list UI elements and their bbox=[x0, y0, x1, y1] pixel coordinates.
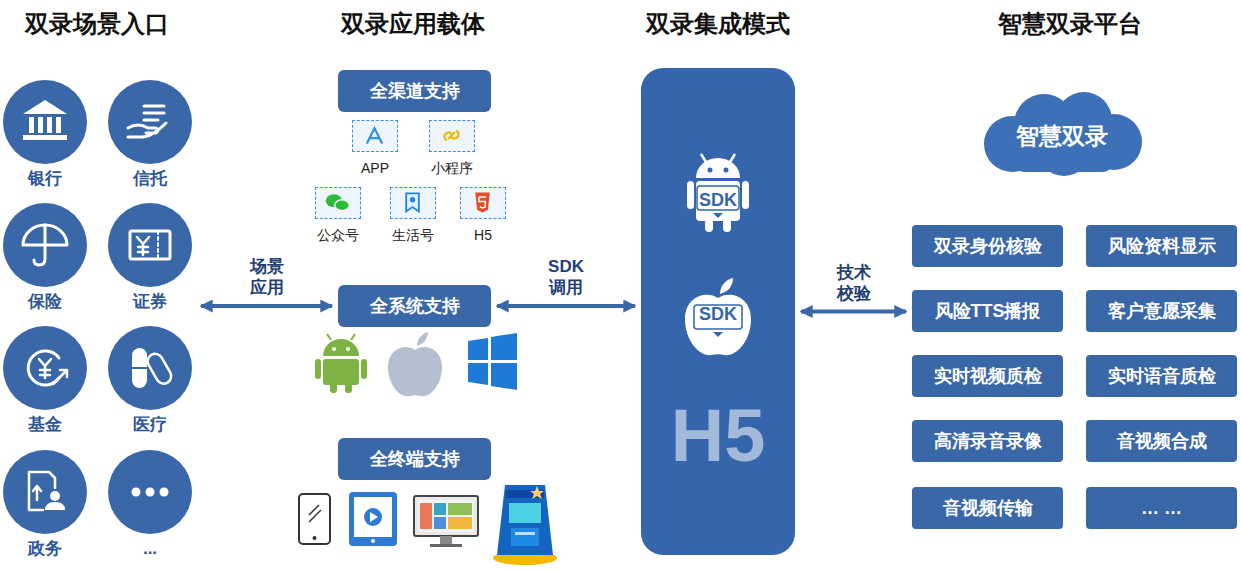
feature-box: 音视频合成 bbox=[1086, 420, 1237, 462]
icon-frame bbox=[315, 187, 361, 219]
icon-frame bbox=[352, 120, 398, 152]
node-label: 音视频传输 bbox=[943, 496, 1033, 520]
circle-shape bbox=[0, 80, 90, 164]
category-circle: 医疗 bbox=[105, 326, 195, 438]
channel-icon: APP bbox=[345, 120, 405, 178]
edge-label: 场景 应用 bbox=[242, 256, 290, 298]
feature-box: 实时语音质检 bbox=[1086, 355, 1237, 397]
connector-arrow bbox=[497, 304, 635, 308]
column-heading: 双录场景入口 bbox=[25, 8, 169, 40]
connector-arrow bbox=[801, 310, 906, 314]
feature-box: 风险资料显示 bbox=[1086, 225, 1237, 267]
channel-icon: 小程序 bbox=[422, 120, 482, 178]
feature-box: 全终端支持 bbox=[338, 438, 491, 480]
node-label: H5 bbox=[453, 226, 513, 244]
android-logo bbox=[315, 334, 367, 393]
feature-box: 全渠道支持 bbox=[338, 70, 491, 112]
edge-label: SDK 调用 bbox=[542, 256, 590, 298]
node-label: 高清录音录像 bbox=[934, 429, 1042, 453]
channel-icon: H5 bbox=[453, 187, 513, 245]
sdk-label: SDK bbox=[641, 190, 795, 210]
category-circle: 基金 bbox=[0, 326, 90, 438]
node-label: 全终端支持 bbox=[370, 447, 460, 471]
node-label: 双录身份核验 bbox=[934, 234, 1042, 258]
node-label: 实时视频质检 bbox=[934, 364, 1042, 388]
node-label: 生活号 bbox=[383, 226, 443, 244]
channel-icon: 公众号 bbox=[308, 187, 368, 245]
sdk-column: SDK SDK H5 bbox=[641, 68, 795, 555]
category-circle: ... bbox=[105, 450, 195, 562]
node-label: 医疗 bbox=[105, 414, 195, 436]
circle-shape bbox=[105, 203, 195, 287]
feature-box: 风险TTS播报 bbox=[912, 290, 1063, 332]
node-label: 保险 bbox=[0, 291, 90, 313]
column-heading: 双录应用载体 bbox=[341, 8, 485, 40]
node-label: 基金 bbox=[0, 414, 90, 436]
icon-frame bbox=[390, 187, 436, 219]
sdk-label: SDK bbox=[641, 304, 795, 324]
sdk-label: H5 bbox=[641, 396, 795, 476]
node-label: 全渠道支持 bbox=[370, 79, 460, 103]
circle-shape bbox=[0, 326, 90, 410]
node-label: 实时语音质检 bbox=[1108, 364, 1216, 388]
feature-box: 音视频传输 bbox=[912, 487, 1063, 529]
node-label: … … bbox=[1141, 498, 1182, 519]
icon-frame bbox=[460, 187, 506, 219]
edge-label: 技术 校验 bbox=[829, 262, 877, 304]
atm-icon bbox=[493, 485, 557, 565]
feature-box: 客户意愿采集 bbox=[1086, 290, 1237, 332]
circle-shape bbox=[105, 80, 195, 164]
node-label: 客户意愿采集 bbox=[1108, 299, 1216, 323]
node-label: 小程序 bbox=[422, 159, 482, 177]
column-heading: 双录集成模式 bbox=[646, 8, 790, 40]
category-circle: 银行 bbox=[0, 80, 90, 192]
column-heading: 智慧双录平台 bbox=[998, 8, 1142, 40]
category-circle: 保险 bbox=[0, 203, 90, 315]
node-label: APP bbox=[345, 159, 405, 177]
node-label: ... bbox=[105, 538, 195, 560]
circle-shape bbox=[0, 450, 90, 534]
windows-logo bbox=[468, 333, 517, 390]
node-label: 信托 bbox=[105, 168, 195, 190]
connector-arrow bbox=[201, 304, 332, 308]
node-label: 全系统支持 bbox=[370, 294, 460, 318]
node-label: 智慧双录 bbox=[1016, 121, 1108, 152]
feature-box: 高清录音录像 bbox=[912, 420, 1063, 462]
category-circle: 信托 bbox=[105, 80, 195, 192]
circle-shape bbox=[105, 326, 195, 410]
category-circle: 政务 bbox=[0, 450, 90, 562]
node-label: 政务 bbox=[0, 538, 90, 560]
node-label: 证券 bbox=[105, 291, 195, 313]
channel-icon: 生活号 bbox=[383, 187, 443, 245]
apple-logo bbox=[388, 332, 442, 396]
monitor-icon bbox=[414, 496, 478, 547]
icon-frame bbox=[429, 120, 475, 152]
node-label: 银行 bbox=[0, 168, 90, 190]
node-label: 公众号 bbox=[308, 226, 368, 244]
feature-box: … … bbox=[1086, 487, 1237, 529]
node-label: 风险TTS播报 bbox=[935, 299, 1041, 323]
platform-cloud: 智慧双录 bbox=[972, 88, 1152, 178]
circle-shape bbox=[0, 203, 90, 287]
feature-box: 实时视频质检 bbox=[912, 355, 1063, 397]
feature-box: 双录身份核验 bbox=[912, 225, 1063, 267]
tablet-icon bbox=[349, 492, 397, 546]
node-label: 风险资料显示 bbox=[1108, 234, 1216, 258]
circle-shape bbox=[105, 450, 195, 534]
node-label: 音视频合成 bbox=[1117, 429, 1207, 453]
phone-icon bbox=[299, 494, 330, 544]
feature-box: 全系统支持 bbox=[338, 285, 491, 327]
category-circle: 证券 bbox=[105, 203, 195, 315]
